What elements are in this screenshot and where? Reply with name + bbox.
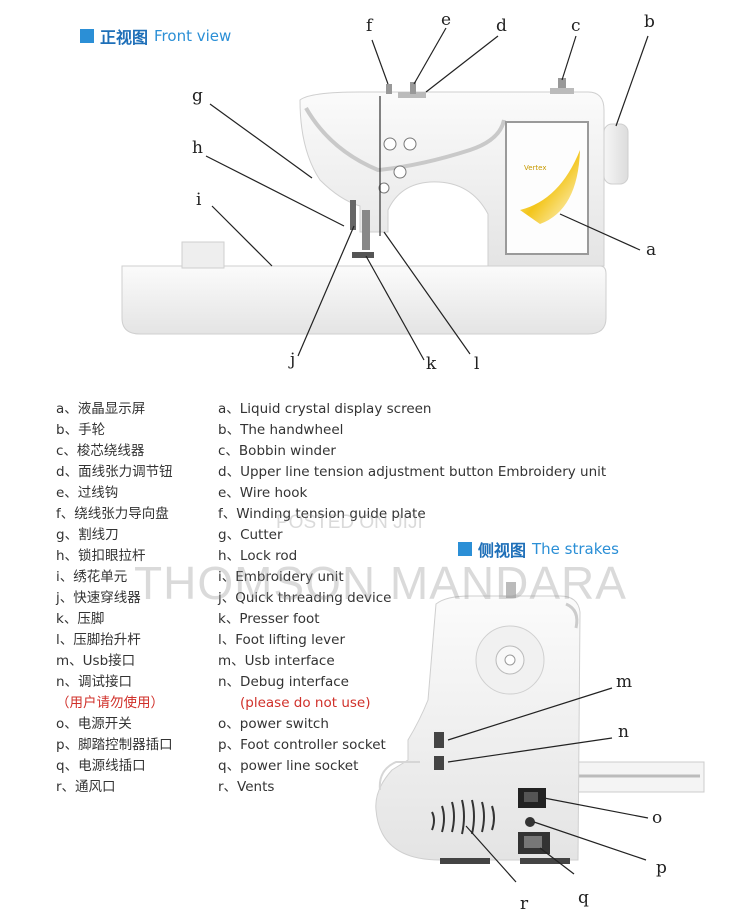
- legend-item: r、Vents: [218, 779, 275, 795]
- legend-item: d、Upper line tension adjustment button E…: [218, 464, 607, 480]
- legend-item: n、调试接口: [56, 674, 133, 690]
- callout-label-g: g: [192, 86, 203, 106]
- callout-label-c: c: [571, 16, 581, 36]
- legend-item: n、Debug interface: [218, 674, 349, 690]
- legend-item: e、过线钩: [56, 485, 119, 501]
- front-view-header: 正视图 Front view: [80, 24, 231, 48]
- legend-item: a、液晶显示屏: [56, 401, 146, 417]
- legend-item: l、Foot lifting lever: [218, 632, 346, 648]
- legend-item: m、Usb接口: [56, 653, 136, 669]
- front-view-title-en: Front view: [154, 27, 232, 45]
- side-view-title-zh: 侧视图: [478, 541, 527, 560]
- legend-item: c、Bobbin winder: [218, 443, 336, 459]
- callout-label-a: a: [646, 240, 657, 260]
- legend-item: p、Foot controller socket: [218, 737, 386, 753]
- legend-item: m、Usb interface: [218, 653, 335, 669]
- legend-item: q、power line socket: [218, 758, 359, 774]
- legend-item: i、绣花单元: [56, 569, 128, 585]
- legend-item: e、Wire hook: [218, 485, 308, 501]
- legend-item: b、手轮: [56, 422, 106, 438]
- legend-item: i、Embroidery unit: [218, 569, 344, 585]
- callout-label-o: o: [652, 808, 663, 828]
- legend-item: a、Liquid crystal display screen: [218, 401, 432, 417]
- callout-label-d: d: [496, 16, 507, 36]
- legend-item: d、面线张力调节钮: [56, 464, 173, 480]
- watermark-large: THOMSON MANDARA: [134, 557, 627, 609]
- callout-label-h: h: [192, 138, 203, 158]
- legend-item: o、电源开关: [56, 716, 132, 732]
- legend-warning: （用户请勿使用）: [56, 695, 164, 711]
- callout-label-e: e: [441, 10, 452, 30]
- callout-label-k: k: [426, 354, 437, 374]
- legend-item: j、快速穿线器: [56, 590, 141, 606]
- legend-item: k、压脚: [56, 611, 105, 627]
- callout-label-f: f: [366, 16, 373, 36]
- callout-label-j: j: [290, 350, 296, 370]
- callout-label-l: l: [474, 354, 480, 374]
- callout-label-m: m: [616, 672, 633, 692]
- callout-label-r: r: [520, 894, 529, 914]
- legend-item: r、通风口: [56, 779, 116, 795]
- callout-label-n: n: [618, 722, 629, 742]
- front-view-title-zh: 正视图: [100, 28, 149, 47]
- legend-item: b、The handwheel: [218, 422, 344, 438]
- side-view-header: 侧视图 The strakes: [458, 537, 619, 561]
- legend-item: q、电源线插口: [56, 758, 146, 774]
- legend-item: f、Winding tension guide plate: [218, 506, 426, 522]
- legend-item: k、Presser foot: [218, 611, 320, 627]
- callout-label-q: q: [578, 888, 589, 908]
- legend-item: h、Lock rod: [218, 548, 298, 564]
- legend-item: f、绕线张力导向盘: [56, 506, 169, 522]
- screen-brand-text: Vertex: [524, 164, 547, 172]
- watermark-small: POSTED ON JIJI: [276, 512, 423, 533]
- legend-item: g、Cutter: [218, 527, 283, 543]
- legend-chinese: a、液晶显示屏 b、手轮 c、梭芯绕线器 d、面线张力调节钮 e、过线钩 f、绕…: [56, 399, 173, 798]
- legend-item: p、脚踏控制器插口: [56, 737, 173, 753]
- legend-warning: (please do not use): [240, 695, 371, 711]
- side-view-title-en: The strakes: [532, 540, 619, 558]
- legend-item: h、锁扣眼拉杆: [56, 548, 146, 564]
- section-marker-icon: [80, 29, 94, 43]
- callout-label-b: b: [644, 12, 655, 32]
- legend-item: o、power switch: [218, 716, 329, 732]
- section-marker-icon: [458, 542, 472, 556]
- legend-item: c、梭芯绕线器: [56, 443, 145, 459]
- callout-label-p: p: [656, 858, 667, 878]
- legend-item: g、割线刀: [56, 527, 119, 543]
- legend-item: j、Quick threading device: [218, 590, 392, 606]
- legend-english: a、Liquid crystal display screen b、The ha…: [218, 399, 606, 798]
- callout-label-i: i: [196, 190, 202, 210]
- legend-item: l、压脚抬升杆: [56, 632, 141, 648]
